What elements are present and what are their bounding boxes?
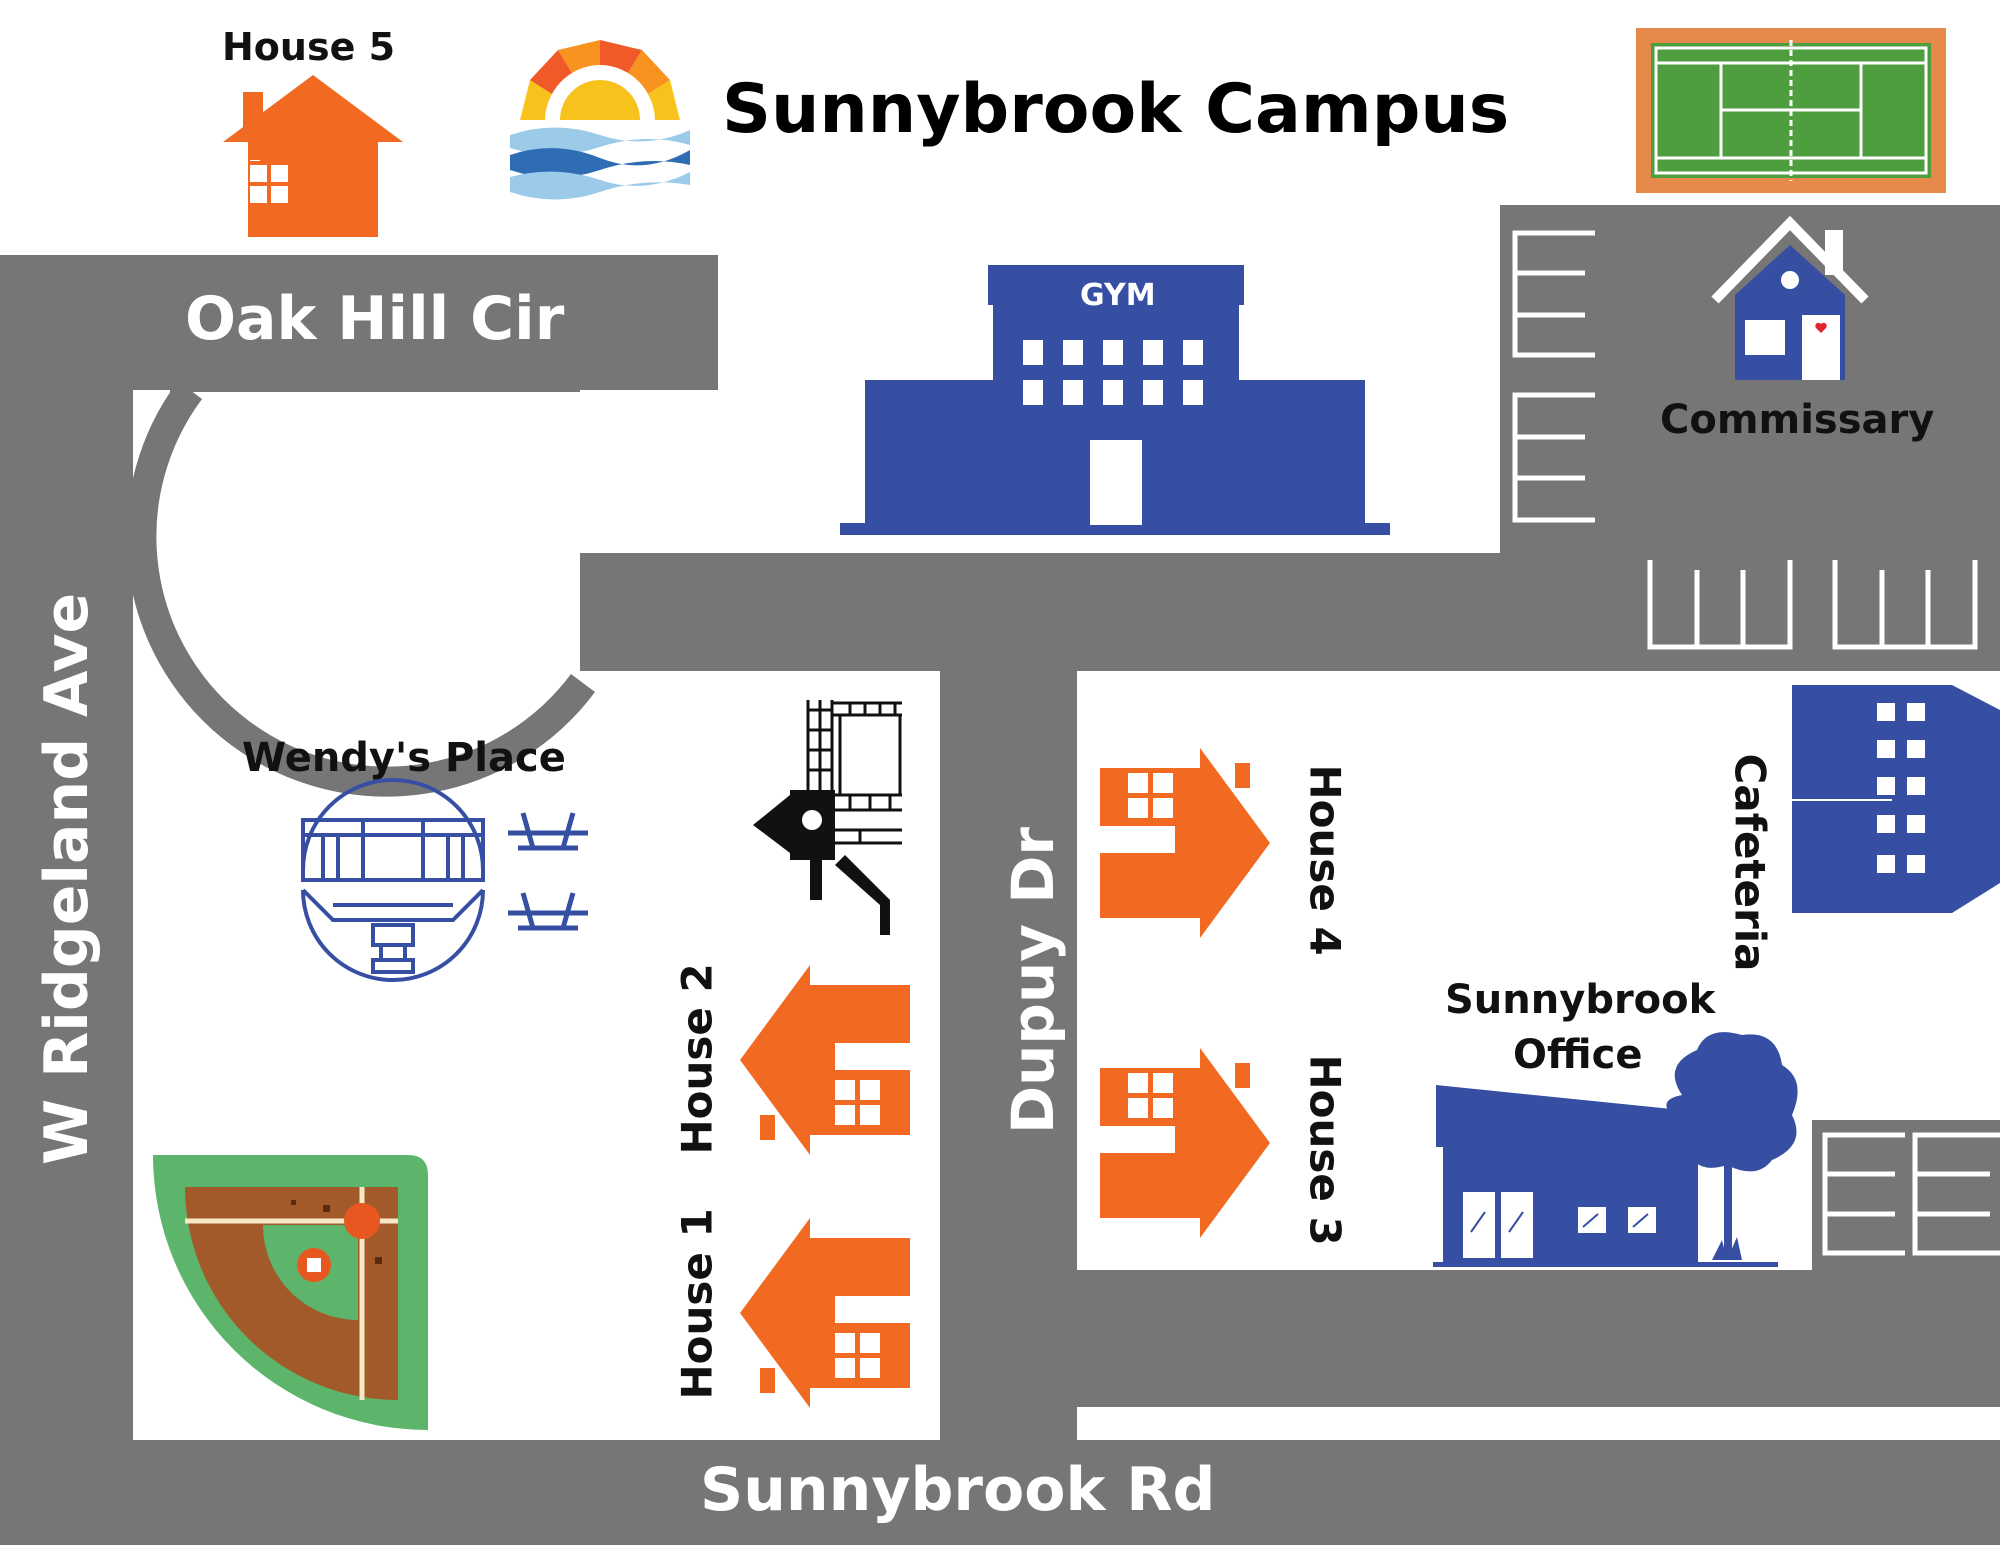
house-icon bbox=[1100, 1048, 1270, 1238]
label-commissary: Commissary bbox=[1660, 397, 1935, 443]
road-label-sunnybrook-rd: Sunnybrook Rd bbox=[700, 1455, 1216, 1525]
label-house-1: House 1 bbox=[672, 1208, 722, 1400]
label-wendys-place: Wendy's Place bbox=[242, 735, 566, 781]
label-office-line2: Office bbox=[1513, 1032, 1643, 1078]
house-icon bbox=[223, 75, 403, 237]
page-title: Sunnybrook Campus bbox=[722, 70, 1510, 149]
parking-lot-icon bbox=[1822, 1132, 2000, 1256]
gazebo-icon bbox=[301, 778, 485, 982]
house-icon bbox=[1100, 748, 1270, 938]
house-icon bbox=[740, 965, 910, 1155]
sun-logo-icon bbox=[510, 40, 690, 200]
road-dupuy-dr bbox=[940, 553, 1077, 1545]
parking-lot-icon bbox=[1512, 230, 1595, 523]
commissary-house-icon bbox=[1711, 215, 1869, 380]
picnic-table-icon bbox=[508, 812, 588, 931]
house-icon bbox=[740, 1218, 910, 1408]
tennis-court-icon bbox=[1636, 28, 1946, 193]
baseball-field-icon bbox=[153, 1155, 428, 1430]
road-label-dupuy-dr: Dupuy Dr bbox=[999, 827, 1067, 1134]
office-building-icon bbox=[1433, 1085, 1778, 1267]
label-house-4: House 4 bbox=[1300, 764, 1350, 956]
road-label-w-ridgeland-ave: W Ridgeland Ave bbox=[32, 592, 102, 1165]
label-house-2: House 2 bbox=[672, 963, 722, 1155]
label-house-5: House 5 bbox=[222, 25, 396, 69]
parking-lot-icon bbox=[1647, 560, 1978, 650]
gym-building-icon bbox=[840, 265, 1390, 535]
road-sunnybrook-rd bbox=[0, 1440, 2000, 1545]
label-office-line1: Sunnybrook bbox=[1445, 977, 1716, 1023]
label-house-3: House 3 bbox=[1300, 1054, 1350, 1246]
road-ridgeland-west-strip bbox=[0, 255, 133, 1545]
playground-icon bbox=[753, 700, 902, 935]
label-gym: GYM bbox=[1080, 278, 1156, 313]
cafeteria-building-icon bbox=[1792, 685, 2000, 913]
heart-icon bbox=[1815, 322, 1827, 333]
label-cafeteria: Cafeteria bbox=[1725, 753, 1775, 972]
road-south-connector bbox=[1077, 1270, 2000, 1407]
road-label-oak-hill-cir: Oak Hill Cir bbox=[185, 284, 565, 354]
